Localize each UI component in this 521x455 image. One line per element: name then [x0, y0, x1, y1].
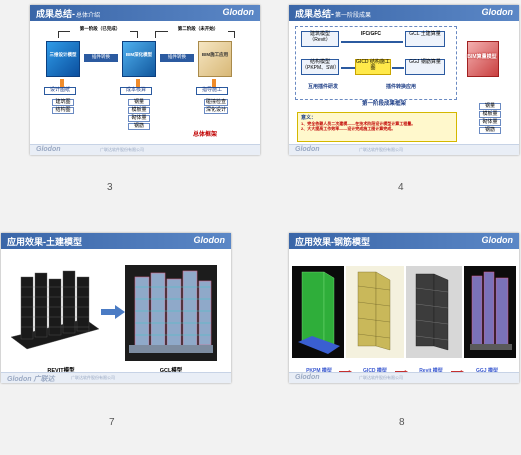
- phase1-bracket: [58, 31, 138, 38]
- pkpm-model-image: [292, 266, 344, 358]
- footer-text: 广联达软件股份有限公司: [359, 147, 403, 152]
- revit-model-image: [7, 267, 103, 361]
- slide-thumbnail-3[interactable]: 成果总结-总体介绍 Glodon 第一阶段（已完成） 第二阶段（未开始） 三维设…: [30, 5, 260, 155]
- plugin-arrow-1: 插件转换: [84, 54, 118, 62]
- footer-logo: Glodon 广联达: [7, 376, 55, 383]
- arrow-right-icon: [101, 305, 125, 319]
- bim-deepen-cube: BIM深化模型: [122, 41, 156, 77]
- slide-title: 成果总结-第一阶段成果: [295, 9, 372, 19]
- slide-thumbnail-8[interactable]: 应用效果-钢筋模型 Glodon: [289, 233, 519, 383]
- construction-guide-box: 指导施工: [196, 87, 228, 95]
- plugin-arrow-2: 插件转换: [160, 54, 194, 62]
- list-item: 结构图: [52, 107, 74, 114]
- slide-caption: 第一阶段成果框架: [361, 101, 406, 107]
- slide-header: 应用效果-钢筋模型 Glodon: [289, 233, 519, 249]
- flow-step: PKPM 模型: [306, 368, 332, 374]
- phase2-bracket: [155, 31, 235, 38]
- slide-caption: 总体框架: [192, 132, 217, 138]
- architecture-model-box: 建筑模型（Revit）: [301, 31, 339, 47]
- footer-logo: Glodon: [295, 374, 320, 381]
- significance-note: 意义： 1、完全依赖人员二次建模——在技术阶段设计模型计算工程量。 2、大大提高…: [297, 112, 457, 142]
- gcl-box: GCL 土建算量: [405, 31, 445, 47]
- gcl-model-label: GCL模型: [159, 368, 183, 374]
- glodon-logo: Glodon: [481, 7, 514, 17]
- bim-model-label: BIM算量模型: [467, 54, 497, 60]
- glodon-logo: Glodon: [481, 235, 514, 245]
- design-drawings-box: 设计图纸: [44, 87, 76, 95]
- ifc-gfc-label: IFC/GFC: [361, 31, 381, 37]
- footer-logo: Glodon: [36, 146, 61, 153]
- slide-header: 成果总结-总体介绍 Glodon: [30, 5, 260, 21]
- list-item: 钢量: [128, 99, 150, 106]
- phase1-label: 第一阶段（已完成）: [70, 26, 130, 32]
- slide-header: 应用效果-土建模型 Glodon: [1, 233, 231, 249]
- slide-number-7: 7: [109, 417, 115, 428]
- slide-number-4: 4: [398, 182, 404, 193]
- list-item: 钢筋: [479, 127, 501, 134]
- bim-model-cube: [467, 41, 499, 77]
- flow-step: Revit 模型: [419, 368, 443, 374]
- slide-header: 成果总结-第一阶段成果 Glodon: [289, 5, 519, 21]
- bim-construction-cube: BIM施工应用: [198, 41, 232, 77]
- slide-footer: Glodon 广联达软件股份有限公司: [289, 372, 519, 383]
- slide-number-8: 8: [399, 417, 405, 428]
- arrow-connector: [392, 67, 404, 69]
- ggj-box: GGJ 钢筋算量: [405, 59, 445, 75]
- ggj-model-image: [464, 266, 516, 358]
- list-item: 钢筋: [128, 123, 150, 130]
- plugin-dev-label: 互用插件研发: [307, 84, 338, 90]
- flow-step: GICD 模型: [363, 368, 387, 374]
- framework-region: [295, 26, 457, 100]
- arrow-connector: [341, 41, 403, 43]
- footer-logo: Glodon: [295, 146, 320, 153]
- down-arrow-1: [60, 79, 64, 87]
- footer-text: 广联达软件股份有限公司: [100, 147, 144, 152]
- flow-step: GGJ 模型: [476, 368, 498, 374]
- list-item: 模板量: [128, 107, 150, 114]
- glodon-logo: Glodon: [222, 7, 255, 17]
- slide-footer: Glodon 广联达软件股份有限公司: [289, 144, 519, 155]
- slide-thumbnail-7[interactable]: 应用效果-土建模型 Glodon: [1, 233, 231, 383]
- arrow-connector: [341, 67, 355, 69]
- footer-text: 广联达软件股份有限公司: [359, 375, 403, 380]
- list-item: 砌体量: [128, 115, 150, 122]
- note-line: 2、大大提高工作效率——设计完成施工图计算完成。: [301, 126, 396, 132]
- design-model-cube: 三维设计模型: [46, 41, 80, 77]
- cost-accounting-box: 成本核算: [120, 87, 152, 95]
- slide-title: 应用效果-土建模型: [7, 237, 82, 247]
- gcl-model-image: [125, 265, 217, 361]
- revit-rebar-model-image: [406, 266, 462, 358]
- list-item: 模板量: [479, 111, 501, 118]
- list-item: 深化设计: [204, 107, 228, 114]
- glodon-logo: Glodon: [193, 235, 226, 245]
- list-item: 砌体量: [479, 119, 501, 126]
- revit-model-label: REVIT模型: [47, 368, 75, 374]
- note-line: 1、完全依赖人员二次建模——在技术阶段设计模型计算工程量。: [301, 121, 416, 126]
- structure-model-box: 结构模型（PKPM、SW）: [301, 59, 339, 75]
- list-item: 钢量: [479, 103, 501, 110]
- plugin-apply-label: 插件转换应用: [385, 84, 416, 90]
- list-item: 碰撞检查: [204, 99, 228, 106]
- footer-text: 广联达软件股份有限公司: [71, 375, 115, 380]
- down-arrow-3: [212, 79, 216, 87]
- phase2-label: 第二阶段（未开始）: [168, 26, 228, 32]
- slide-footer: Glodon 广联达 广联达软件股份有限公司: [1, 372, 231, 383]
- gicd-box: GICD 结构施工图: [355, 59, 391, 75]
- list-item: 建筑图: [52, 99, 74, 106]
- slide-number-3: 3: [107, 182, 113, 193]
- slide-title: 成果总结-总体介绍: [36, 9, 101, 19]
- down-arrow-2: [136, 79, 140, 87]
- slide-footer: Glodon 广联达软件股份有限公司: [30, 144, 260, 155]
- slide-thumbnail-4[interactable]: 成果总结-第一阶段成果 Glodon 建筑模型（Revit） 结构模型（PKPM…: [289, 5, 519, 155]
- gicd-model-image: [346, 266, 404, 358]
- slide-title: 应用效果-钢筋模型: [295, 237, 370, 247]
- note-title: 意义：: [301, 115, 317, 121]
